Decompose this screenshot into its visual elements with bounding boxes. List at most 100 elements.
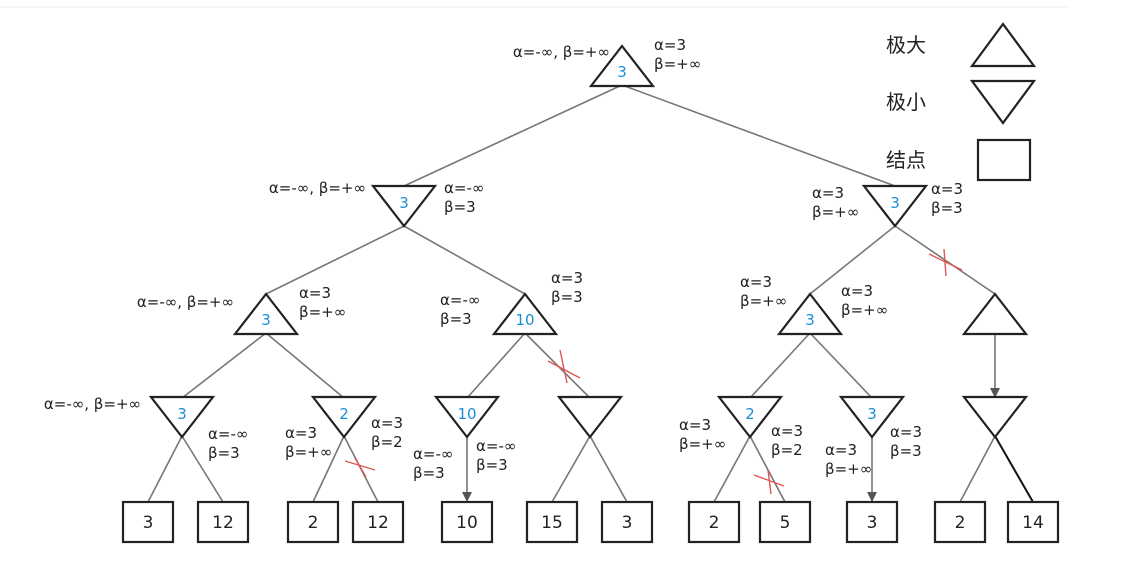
leaf-value: 3 — [143, 513, 154, 533]
leaf-value: 2 — [308, 513, 319, 533]
legend-shape-square — [976, 138, 1032, 182]
node-value: 3 — [617, 63, 627, 81]
edge-L3a-leaf2 — [181, 435, 224, 503]
annotation-line: β=+∞ — [812, 203, 859, 221]
legend-shape-triangle-up — [969, 22, 1037, 68]
tree-node-L3c: 10 — [433, 395, 501, 439]
leaf-value: 3 — [622, 513, 633, 533]
leaf-node-4: 12 — [351, 500, 405, 544]
leaf-box — [758, 500, 812, 544]
leaf-value: 12 — [367, 513, 389, 533]
edge-L3d-leaf6 — [551, 435, 591, 503]
annotation-line: β=3 — [444, 198, 476, 216]
edge-L2b-L3c — [466, 332, 526, 399]
annotation-line: β=3 — [440, 310, 472, 328]
tree-node-L1b: 3 — [861, 184, 929, 228]
tree-node-L2a: 3 — [232, 292, 300, 336]
annotation-L2b-left: α=-∞β=3 — [440, 291, 480, 328]
legend-label: 极小 — [886, 90, 926, 114]
arrowhead-leaf10 — [867, 492, 877, 502]
leaf-box — [687, 500, 741, 544]
tree-node-L1a: 3 — [370, 184, 438, 228]
leaf-box — [196, 500, 250, 544]
leaf-box — [351, 500, 405, 544]
leaf-node-10: 3 — [845, 500, 899, 544]
edge-L3e-leaf9 — [749, 435, 786, 503]
annotation-line: α=-∞ — [208, 425, 248, 443]
annotation-line: β=+∞ — [841, 301, 888, 319]
leaf-node-12: 14 — [1006, 500, 1060, 544]
leaf-value: 15 — [541, 513, 563, 533]
node-value: 3 — [805, 311, 815, 329]
max-node-shape — [491, 292, 559, 336]
edge-L2c-L3e — [749, 332, 811, 399]
leaf-box — [286, 500, 340, 544]
node-value: 3 — [890, 194, 900, 212]
edge-L2a-L3b — [265, 332, 345, 399]
annotation-line: β=3 — [931, 199, 963, 217]
legend-shape-triangle-down — [969, 79, 1037, 125]
annotation-line: β=3 — [890, 442, 922, 460]
min-node-shape — [433, 395, 501, 439]
annotation-L1a-right: α=-∞β=3 — [444, 179, 484, 216]
leaf-node-6: 15 — [525, 500, 579, 544]
tree-node-L2c: 3 — [776, 292, 844, 336]
edge-L1a-L2b — [403, 225, 526, 295]
prune-mark-L3b-leaf4 — [344, 457, 376, 478]
edge-root-L1a — [403, 84, 623, 187]
leaf-node-8: 2 — [687, 500, 741, 544]
node-value: 3 — [261, 311, 271, 329]
legend-item-square: 结点 — [886, 138, 1032, 182]
annotation-L2a-left: α=-∞, β=+∞ — [137, 293, 234, 311]
tree-node-L2b: 10 — [491, 292, 559, 336]
pruning-marks — [344, 248, 963, 495]
leaf-node-3: 2 — [286, 500, 340, 544]
leaf-value: 14 — [1022, 513, 1044, 533]
annotation-line: α=3 — [299, 284, 331, 302]
annotation-L1a-left: α=-∞, β=+∞ — [269, 179, 366, 197]
tree-node-L3d — [556, 395, 624, 439]
annotation-line: α=-∞ — [476, 437, 516, 455]
node-value: 3 — [399, 194, 409, 212]
leaf-box — [600, 500, 654, 544]
edge-L3a-leaf1 — [147, 435, 183, 503]
arrowhead-L3g — [990, 388, 1000, 398]
annotation-line: β=+∞ — [285, 443, 332, 461]
annotation-line: α=3 — [931, 180, 963, 198]
annotation-L3c-left: α=-∞β=3 — [413, 445, 453, 482]
arrowhead-leaf5 — [462, 492, 472, 502]
annotation-line: β=+∞ — [654, 55, 701, 73]
annotation-line: β=+∞ — [299, 303, 346, 321]
leaf-node-11: 2 — [933, 500, 987, 544]
annotation-line: α=3 — [371, 414, 403, 432]
annotation-line: α=3 — [825, 441, 857, 459]
annotation-line: β=+∞ — [679, 435, 726, 453]
edge-L3e-leaf8 — [713, 435, 751, 503]
leaf-node-7: 3 — [600, 500, 654, 544]
legend-label: 极大 — [886, 33, 926, 57]
leaf-box — [525, 500, 579, 544]
leaf-node-9: 5 — [758, 500, 812, 544]
edge-L3g-leaf11 — [959, 435, 996, 503]
edge-L1b-L2c — [809, 225, 896, 295]
leaf-box — [440, 500, 494, 544]
node-value: 3 — [867, 405, 877, 423]
annotation-line: β=+∞ — [825, 460, 872, 478]
max-node-shape — [961, 292, 1029, 336]
leaf-value: 10 — [456, 513, 478, 533]
edge-L3d-leaf7 — [589, 435, 628, 503]
annotation-line: α=-∞ — [413, 445, 453, 463]
node-value: 10 — [515, 311, 534, 329]
annotation-L3a-left: α=-∞, β=+∞ — [44, 395, 141, 413]
edge-L2c-L3f — [809, 332, 873, 399]
edge-root-L1b — [621, 84, 896, 187]
